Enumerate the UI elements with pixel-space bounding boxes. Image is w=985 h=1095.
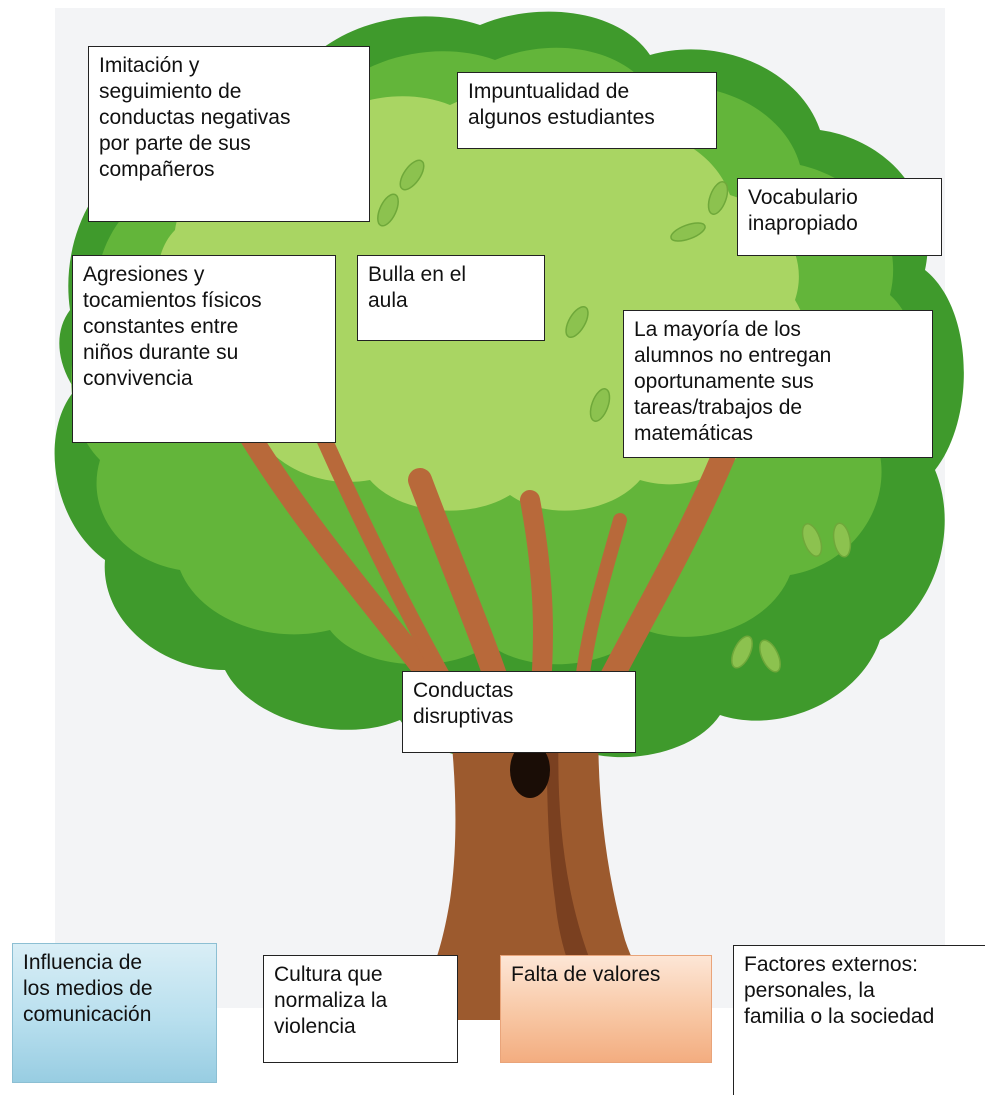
tree-trunk [395,680,690,1020]
cause-box-cultura: Cultura que normaliza la violencia [263,955,458,1063]
trunk-hollow [510,742,550,798]
effect-box-impuntualidad: Impuntualidad de algunos estudiantes [457,72,717,149]
cause-box-externos: Factores externos: personales, la famili… [733,945,985,1095]
effect-box-tareas: La mayoría de los alumnos no entregan op… [623,310,933,458]
effect-box-agresiones: Agresiones y tocamientos físicos constan… [72,255,336,443]
cause-box-valores: Falta de valores [500,955,712,1063]
effect-box-bulla: Bulla en el aula [357,255,545,341]
leaf-accents [377,159,852,673]
trunk-shadow [545,700,640,1020]
cause-box-medios: Influencia de los medios de comunicación [12,943,217,1083]
effect-box-imitacion: Imitación y seguimiento de conductas neg… [88,46,370,222]
trunk-problem-box: Conductas disruptivas [402,671,636,753]
effect-box-vocabulario: Vocabulario inapropiado [737,178,942,256]
